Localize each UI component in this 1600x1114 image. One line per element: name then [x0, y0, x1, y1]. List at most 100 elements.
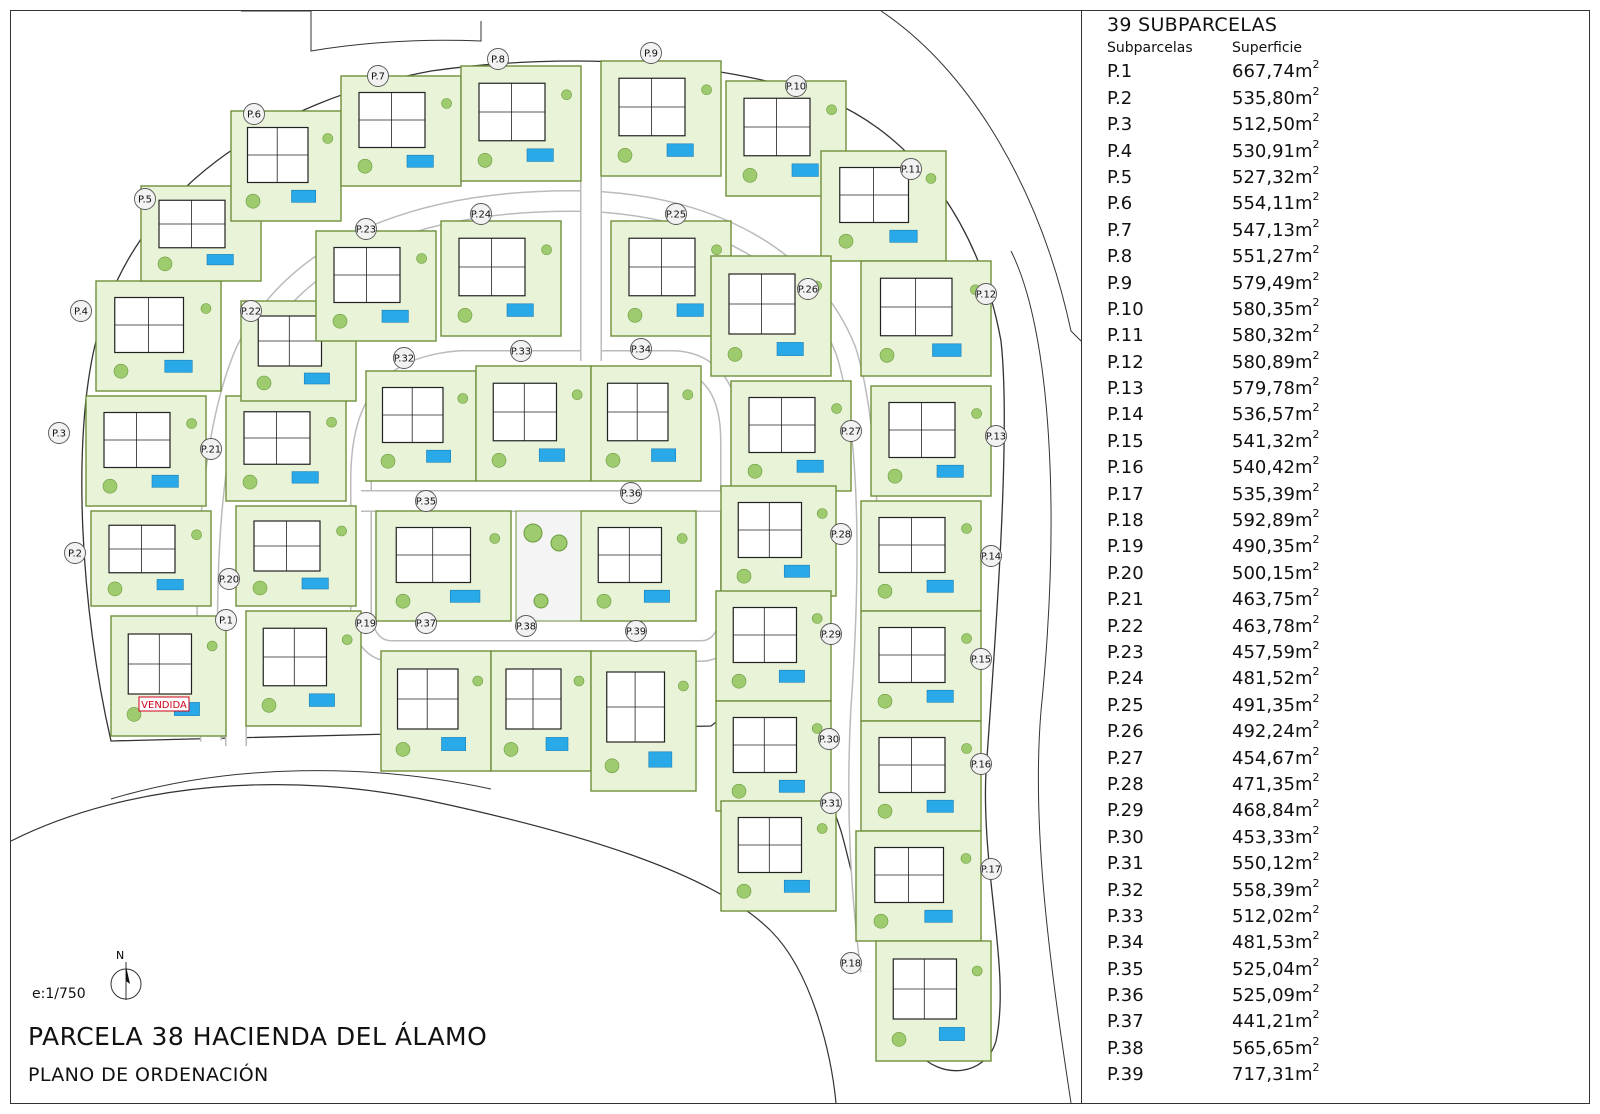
pool — [676, 303, 704, 317]
legend-plot-id: P.12 — [1107, 351, 1144, 373]
legend-plot-id: P.4 — [1107, 140, 1133, 162]
plot-label-text: P.20 — [219, 575, 239, 586]
lot — [375, 510, 512, 622]
plot-label: P.6 — [243, 103, 265, 125]
plot-label-text: P.11 — [901, 165, 921, 176]
plot-label: P.26 — [797, 278, 819, 300]
plot-label-marker — [980, 858, 1002, 880]
sold-badge: VENDIDA — [138, 696, 190, 712]
plot-label-text: P.4 — [74, 307, 88, 318]
plot-label-marker — [200, 438, 222, 460]
tree-icon — [261, 697, 277, 713]
tree-icon — [416, 253, 427, 264]
tree-icon — [887, 468, 903, 484]
pool — [778, 779, 805, 793]
plot-label-marker — [70, 300, 92, 322]
lots-layer — [85, 60, 992, 1062]
legend-plot-id: P.22 — [1107, 615, 1144, 637]
plot-label-marker — [785, 75, 807, 97]
plot-label-marker — [470, 203, 492, 225]
plot-label-marker — [840, 952, 862, 974]
plot-label-text: P.5 — [138, 195, 152, 206]
tree-icon — [200, 303, 212, 314]
legend-plot-area: 580,35m2 — [1232, 295, 1320, 320]
lot — [380, 650, 492, 772]
plot-label: P.1 — [215, 609, 237, 631]
plot-label-text: P.31 — [821, 799, 841, 810]
legend-plot-area: 490,35m2 — [1232, 533, 1320, 558]
tree-icon — [727, 347, 743, 362]
plot-label: P.24 — [470, 203, 492, 225]
legend-plot-area: 492,24m2 — [1232, 718, 1320, 743]
plot-label: P.12 — [975, 283, 997, 305]
legend-plot-area: 592,89m2 — [1232, 507, 1320, 532]
plot-label: P.5 — [134, 188, 156, 210]
plot-label-text: P.37 — [416, 619, 436, 630]
legend-plot-area: 540,42m2 — [1232, 454, 1320, 479]
central-park — [515, 510, 582, 622]
lot — [590, 365, 702, 482]
lot — [240, 300, 357, 402]
plot-label-marker — [980, 545, 1002, 567]
legend-plot-id: P.39 — [1107, 1064, 1144, 1086]
lot — [720, 800, 837, 912]
tree-icon — [242, 474, 258, 490]
lot — [315, 230, 437, 342]
tree-icon — [816, 823, 828, 834]
plot-label: P.38 — [515, 615, 537, 637]
legend-plot-area: 512,50m2 — [1232, 111, 1320, 136]
plot-label-marker — [970, 753, 992, 775]
tree-icon — [831, 403, 842, 414]
tree-icon — [113, 363, 129, 379]
pool — [938, 1027, 965, 1041]
legend-plot-id: P.21 — [1107, 589, 1144, 611]
plot-label-marker — [640, 42, 662, 64]
tree-icon — [811, 723, 823, 734]
legend-plot-id: P.3 — [1107, 114, 1133, 136]
plot-label-text: P.36 — [621, 489, 641, 500]
plot-label-text: P.26 — [798, 285, 818, 296]
legend-row: P.12 580,89m2 — [1107, 346, 1567, 373]
legend-plot-area: 717,31m2 — [1232, 1061, 1320, 1086]
plot-label: P.20 — [218, 568, 240, 590]
plot-label: P.37 — [415, 612, 437, 634]
lot — [365, 370, 477, 482]
legend-plot-area: 580,89m2 — [1232, 348, 1320, 373]
plot-label-text: P.33 — [511, 347, 531, 358]
plot-label-marker — [355, 218, 377, 240]
lot — [875, 940, 992, 1062]
plot-label: P.29 — [820, 623, 842, 645]
legend-plot-area: 468,84m2 — [1232, 797, 1320, 822]
lower-road-curve-inner — [110, 770, 492, 800]
plot-label: P.10 — [785, 75, 807, 97]
plot-label-text: P.25 — [666, 210, 686, 221]
lot — [475, 365, 592, 482]
tree-icon — [605, 452, 621, 468]
plot-label: P.33 — [510, 340, 532, 362]
tree-icon — [245, 193, 261, 209]
tree-icon — [457, 393, 469, 404]
top-left-road — [241, 11, 482, 52]
lot — [230, 110, 342, 222]
plot-label-text: P.29 — [821, 630, 841, 641]
tree-icon — [102, 478, 118, 494]
tree-icon — [341, 634, 353, 646]
legend-plot-area: 535,80m2 — [1232, 84, 1320, 109]
legend-plot-area: 454,67m2 — [1232, 744, 1320, 769]
pool — [643, 589, 670, 603]
tree-icon — [186, 418, 197, 429]
plot-area-legend: 39 SUBPARCELAS Subparcelas Superficie P.… — [1107, 14, 1567, 1085]
plot-label-text: P.17 — [981, 865, 1001, 876]
tree-icon — [816, 508, 828, 519]
lot — [235, 505, 357, 607]
tree-icon — [877, 693, 893, 709]
plot-label: P.34 — [630, 338, 652, 360]
plot-label: P.28 — [830, 523, 852, 545]
tree-icon — [395, 742, 411, 757]
